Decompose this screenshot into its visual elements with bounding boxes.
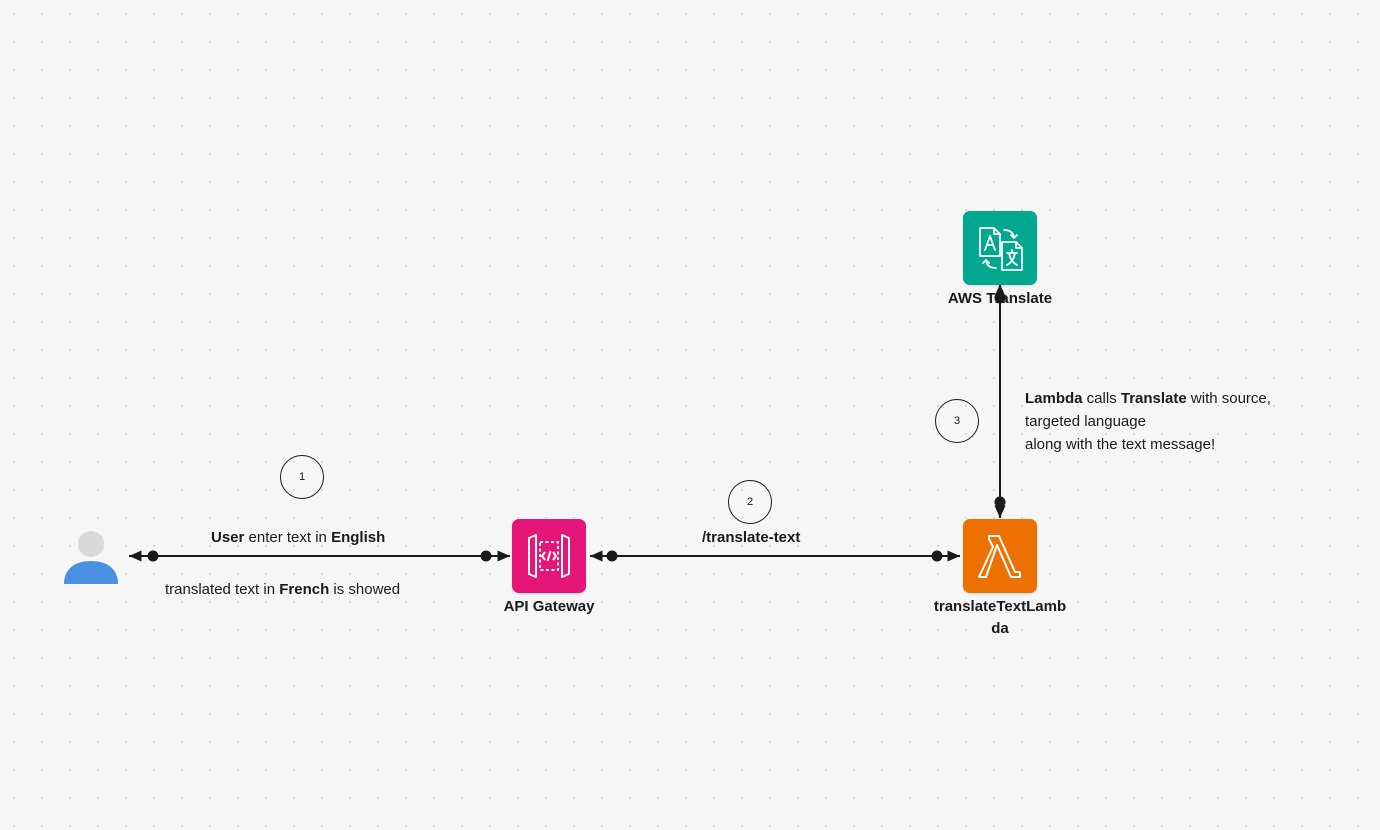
translate-label: AWS Translate bbox=[947, 290, 1053, 307]
connector-handle[interactable] bbox=[480, 550, 492, 562]
translate-icon bbox=[963, 211, 1037, 285]
edge-label-translate-line3: along with the text message! bbox=[1025, 436, 1216, 453]
step-badge-3[interactable]: 3 bbox=[935, 399, 979, 443]
connector-handle[interactable] bbox=[994, 496, 1006, 508]
translate-node[interactable] bbox=[963, 211, 1037, 285]
edge-label-translate-text1: calls bbox=[1082, 390, 1121, 407]
edge-label-translate-text2: with source, bbox=[1186, 390, 1271, 407]
api-gateway-node[interactable] bbox=[512, 519, 586, 593]
lambda-label-line1: translateTextLamb bbox=[933, 598, 1067, 615]
edge-label-response: translated text in French is showed bbox=[165, 578, 400, 601]
edge-label-endpoint: /translate-text bbox=[702, 529, 801, 546]
edge-label-response-bold1: French bbox=[279, 581, 330, 598]
lambda-label-line2: da bbox=[991, 620, 1009, 637]
connector-handle[interactable] bbox=[147, 550, 159, 562]
edge-label-request-bold1: User bbox=[211, 529, 245, 546]
edge-label-request-text1: enter text in bbox=[244, 529, 332, 546]
edge-label-translate-bold1: Lambda bbox=[1025, 390, 1083, 407]
lambda-icon bbox=[963, 519, 1037, 593]
connector-handle[interactable] bbox=[994, 292, 1006, 304]
connector-handle[interactable] bbox=[606, 550, 618, 562]
lambda-label: translateTextLamb da bbox=[920, 596, 1080, 640]
lambda-node[interactable] bbox=[963, 519, 1037, 593]
edge-label-translate-line2: targeted language bbox=[1025, 413, 1146, 430]
edge-label-request: User enter text in English bbox=[211, 526, 385, 549]
edge-label-translate-call: Lambda calls Translate with source, targ… bbox=[1025, 387, 1271, 456]
api-gateway-icon bbox=[512, 519, 586, 593]
edge-label-response-text2: is showed bbox=[329, 581, 401, 598]
api-gateway-label: API Gateway bbox=[503, 598, 595, 615]
edge-label-request-bold2: English bbox=[331, 529, 386, 546]
connector-handle[interactable] bbox=[931, 550, 943, 562]
user-node[interactable] bbox=[62, 528, 120, 586]
edge-label-response-text1: translated text in bbox=[165, 581, 280, 598]
user-icon bbox=[64, 531, 118, 584]
edge-label-translate-line1: Lambda calls Translate with source, bbox=[1025, 387, 1271, 410]
edge-label-translate-bold2: Translate bbox=[1120, 390, 1187, 407]
step-badge-1[interactable]: 1 bbox=[280, 455, 324, 499]
step-badge-2[interactable]: 2 bbox=[728, 480, 772, 524]
